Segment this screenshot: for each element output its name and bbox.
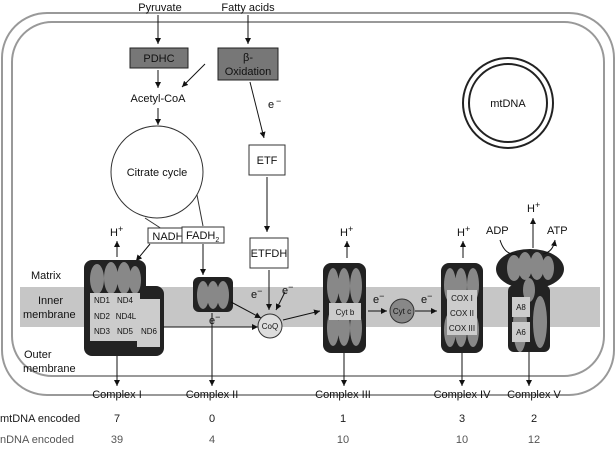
- complex-1: ND1 ND4 ND2 ND4L ND3 ND5 ND6: [84, 260, 164, 356]
- mtdna-count-complex-5: 2: [530, 413, 538, 425]
- proton-label-5: H+: [527, 200, 540, 215]
- coq-label: CoQ: [262, 322, 278, 331]
- etf-box: [248, 144, 286, 176]
- citrate-cycle-label: Citrate cycle: [127, 167, 188, 179]
- nd1-label: ND1: [94, 296, 111, 305]
- nd4-label: ND4: [117, 296, 134, 305]
- nadh-label: NADH: [152, 231, 183, 243]
- cox1-label: COX I: [451, 294, 473, 303]
- outer-membrane-label-1: Outer: [24, 349, 52, 361]
- fadh2-box: [181, 226, 225, 244]
- pdhc-box: [129, 47, 189, 69]
- electron-label-c3: e−: [373, 291, 384, 306]
- fadh2-label: FADH2: [186, 230, 219, 244]
- cox2-label: COX II: [450, 309, 474, 318]
- electron-label-c2: e−: [251, 286, 262, 301]
- nd3-label: ND3: [94, 327, 111, 336]
- ndna-count-complex-5: 12: [527, 434, 541, 446]
- atp-label: ATP: [547, 225, 568, 237]
- cox3-label: COX III: [449, 324, 475, 333]
- mtdna-count-complex-2: 0: [208, 413, 216, 425]
- electron-label: e: [268, 99, 274, 111]
- matrix-label: Matrix: [31, 270, 61, 282]
- etfdh-label: ETFDH: [251, 248, 288, 260]
- proton-label-4: H+: [457, 224, 470, 239]
- nd4l-label: ND4L: [116, 312, 137, 321]
- mtdna-count-complex-3: 1: [339, 413, 347, 425]
- inner-membrane-label-2: membrane: [23, 309, 76, 321]
- electron-label-c4: e−: [421, 291, 432, 306]
- mtdna-inner-ring: [468, 63, 548, 143]
- fatty-acids-label: Fatty acids: [221, 2, 275, 14]
- ndna-count-complex-1: 39: [110, 434, 124, 446]
- complex-3-label: Complex III: [315, 389, 371, 401]
- beta-oxidation-label-2: Oxidation: [225, 66, 271, 78]
- pdhc-label: PDHC: [143, 53, 174, 65]
- outer-membrane-outline: [1, 12, 615, 396]
- nd6-label: ND6: [141, 327, 158, 336]
- nd2-label: ND2: [94, 312, 111, 321]
- ndna-count-complex-3: 10: [336, 434, 350, 446]
- pyruvate-label: Pyruvate: [138, 2, 181, 14]
- mtdna-encoded-label: mtDNA encoded: [0, 413, 81, 425]
- ndna-encoded-label: nDNA encoded: [0, 434, 74, 446]
- cyt-b-label: Cyt b: [336, 308, 355, 317]
- nd5-label: ND5: [117, 327, 134, 336]
- proton-label-3: H+: [340, 224, 353, 239]
- mtdna-label: mtDNA: [490, 98, 526, 110]
- cyt-c-circle: [389, 298, 415, 324]
- beta-oxidation-box: [217, 47, 279, 81]
- etf-label: ETF: [257, 155, 278, 167]
- complex-2-label: Complex II: [186, 389, 239, 401]
- inner-membrane-outline: [11, 21, 605, 377]
- complex-1-label: Complex I: [92, 389, 142, 401]
- etfdh-box: [249, 237, 289, 269]
- a8-label: A8: [516, 303, 526, 312]
- mtdna-count-complex-1: 7: [113, 413, 121, 425]
- outer-membrane-label-2: membrane: [23, 363, 76, 375]
- complex-2: [193, 277, 233, 312]
- complex-5-label: Complex V: [507, 389, 561, 401]
- a6-label: A6: [516, 328, 526, 337]
- coq-circle: [257, 313, 283, 339]
- inner-membrane-label-1: Inner: [38, 295, 63, 307]
- electron-label-etfdh: e−: [282, 282, 293, 297]
- adp-label: ADP: [486, 225, 509, 237]
- ndna-count-complex-2: 4: [208, 434, 216, 446]
- complex-5: A8 A6: [496, 249, 564, 352]
- mtdna-outer-ring: [462, 57, 554, 149]
- citrate-cycle-circle: [110, 125, 204, 219]
- proton-label-1: H+: [110, 224, 123, 239]
- complex-3: Cyt b: [323, 263, 366, 353]
- svg-text:−: −: [276, 96, 281, 106]
- complex-4: COX I COX II COX III: [441, 263, 483, 353]
- mtdna-count-complex-4: 3: [458, 413, 466, 425]
- ndna-count-complex-4: 10: [455, 434, 469, 446]
- beta-oxidation-label-1: β-: [243, 52, 253, 64]
- acetyl-coa-label: Acetyl-CoA: [130, 93, 186, 105]
- complex-4-label: Complex IV: [434, 389, 492, 401]
- cyt-c-label: Cyt c: [393, 307, 411, 316]
